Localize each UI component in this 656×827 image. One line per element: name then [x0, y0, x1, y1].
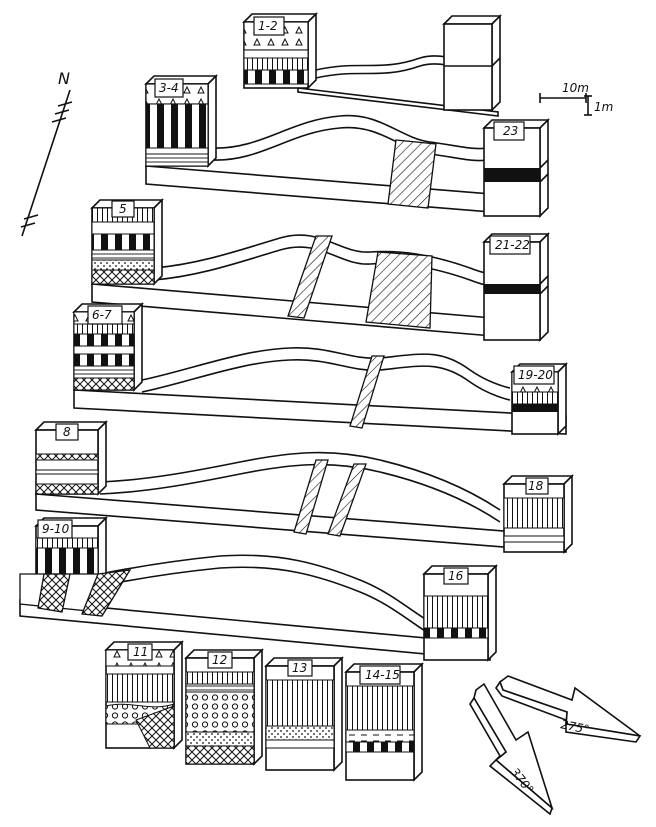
column-3-4: 3-4: [146, 76, 216, 166]
profile-5: 8 18: [36, 422, 572, 552]
column-1-2: 1-2: [244, 14, 316, 88]
scale-bar: 10m 1m: [540, 81, 613, 115]
column-6-7: 6-7: [74, 304, 142, 390]
column-5: 5: [92, 200, 162, 284]
label-1-2: 1-2: [258, 19, 278, 33]
label-23: 23: [503, 124, 518, 138]
column-23: 23: [484, 120, 548, 216]
label-21-22: 21-22: [495, 238, 530, 252]
column-21-22: 21-22: [484, 234, 548, 340]
label-6-7: 6-7: [92, 308, 112, 322]
label-19-20: 19-20: [518, 368, 553, 382]
label-8: 8: [63, 425, 71, 439]
column-13: 13: [266, 658, 342, 770]
column-12: 12: [186, 650, 262, 764]
profile-1: 1-2: [244, 14, 500, 116]
arrow-275: 275°: [496, 676, 640, 742]
profile-3: 5 21-22: [92, 200, 548, 340]
column-19-20: 19-20: [512, 364, 566, 434]
label-5: 5: [119, 202, 127, 216]
column-8: 8: [36, 422, 106, 494]
label-12: 12: [212, 653, 227, 667]
column-18: 18: [504, 476, 572, 552]
column-11: 11: [106, 642, 182, 748]
label-11: 11: [133, 645, 148, 659]
direction-arrows: 275° 370°: [470, 676, 640, 814]
column-top-right-blank: [444, 16, 500, 110]
label-9-10: 9-10: [42, 522, 70, 536]
label-13: 13: [292, 661, 307, 675]
label-3-4: 3-4: [159, 81, 179, 95]
label-18: 18: [528, 479, 544, 493]
column-16: 16: [424, 566, 496, 660]
scale-vertical-label: 1m: [594, 100, 613, 114]
north-label: N: [58, 69, 70, 88]
north-arrow: N: [21, 69, 72, 236]
scale-horizontal-label: 10m: [562, 81, 589, 95]
label-16: 16: [448, 569, 464, 583]
column-14-15: 14-15: [346, 664, 422, 780]
label-14-15: 14-15: [365, 668, 400, 682]
